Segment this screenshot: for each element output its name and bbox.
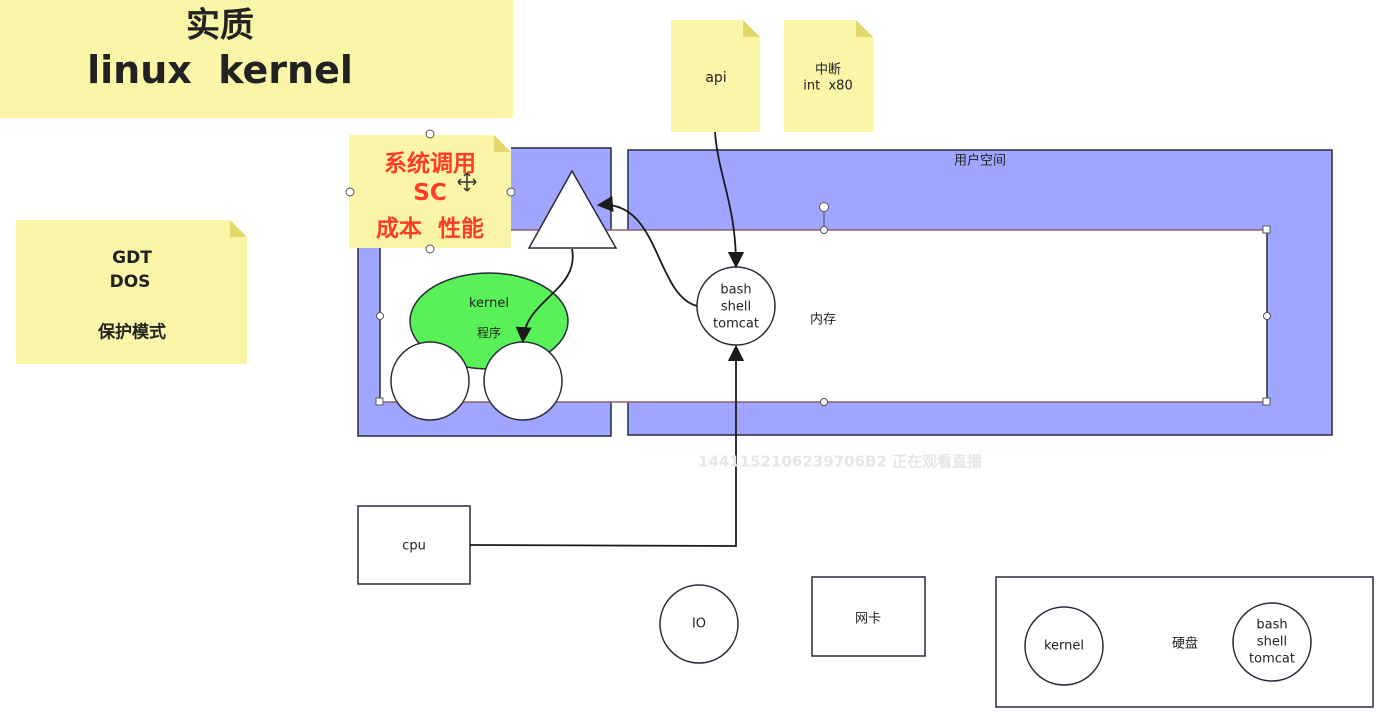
title-line-1: 实质 xyxy=(186,5,254,46)
disk-process-line-3: tomcat xyxy=(1249,651,1295,667)
syscall-note[interactable]: 系统调用 SC 成本 性能 xyxy=(349,135,511,248)
kernel-program-line-1: kernel xyxy=(468,296,510,312)
gdt-note[interactable]: GDT DOS 保护模式 xyxy=(16,220,247,364)
arrow-gate-to-kernel[interactable] xyxy=(515,248,574,344)
title-note[interactable]: 实质 linux kernel xyxy=(0,0,513,118)
syscall-line-2: SC xyxy=(413,180,447,206)
title-line-2: linux kernel xyxy=(87,48,353,92)
gdt-line-3: 保护模式 xyxy=(98,322,166,343)
nic-box[interactable] xyxy=(811,576,926,657)
io-circle[interactable] xyxy=(659,584,739,664)
syscall-line-3: 成本 性能 xyxy=(375,216,485,242)
process-line-2: shell xyxy=(720,299,752,315)
disk-process-line-2: shell xyxy=(1256,634,1288,650)
api-label: api xyxy=(705,70,727,86)
disk-kernel-circle[interactable] xyxy=(1024,606,1104,686)
kernel-program-label: kernel 程序 xyxy=(469,282,509,356)
gdt-line-2: DOS xyxy=(109,272,151,292)
cpu-box[interactable] xyxy=(357,505,471,585)
api-note[interactable]: api xyxy=(671,20,760,132)
cpu-label: cpu xyxy=(402,538,426,554)
arrow-api-to-process[interactable] xyxy=(714,131,745,269)
interrupt-note[interactable]: 中断 int x80 xyxy=(784,20,873,132)
memory-label: 内存 xyxy=(809,312,837,328)
note-fold xyxy=(743,20,760,37)
disk-process-circle[interactable] xyxy=(1232,602,1312,682)
kernel-program-line-2: 程序 xyxy=(476,326,501,341)
process-line-1: bash xyxy=(720,282,752,298)
user-space-label: 用户空间 xyxy=(953,153,1007,169)
interrupt-line-2: int x80 xyxy=(803,78,853,94)
disk-process-line-1: bash xyxy=(1256,617,1288,633)
process-label: bash shell tomcat xyxy=(713,282,759,333)
process-line-3: tomcat xyxy=(713,316,759,332)
kernel-circle-left[interactable] xyxy=(390,341,470,421)
interrupt-line-1: 中断 xyxy=(814,62,842,78)
gdt-line-1: GDT xyxy=(112,248,152,268)
disk-kernel-label: kernel xyxy=(1043,638,1085,654)
note-fold xyxy=(494,135,511,152)
disk-process-label: bash shell tomcat xyxy=(1249,617,1295,668)
watermark: 1441152106239706B2 正在观看直播 xyxy=(697,452,983,471)
arrow-process-to-gate[interactable] xyxy=(596,195,698,307)
arrow-cpu-to-process[interactable] xyxy=(469,344,745,547)
syscall-gate-triangle[interactable] xyxy=(527,169,618,249)
io-label: IO xyxy=(691,616,707,632)
disk-label: 硬盘 xyxy=(1171,636,1199,652)
note-fold xyxy=(230,220,247,237)
nic-label: 网卡 xyxy=(854,611,882,627)
syscall-line-1: 系统调用 xyxy=(384,151,476,177)
note-fold xyxy=(856,20,873,37)
